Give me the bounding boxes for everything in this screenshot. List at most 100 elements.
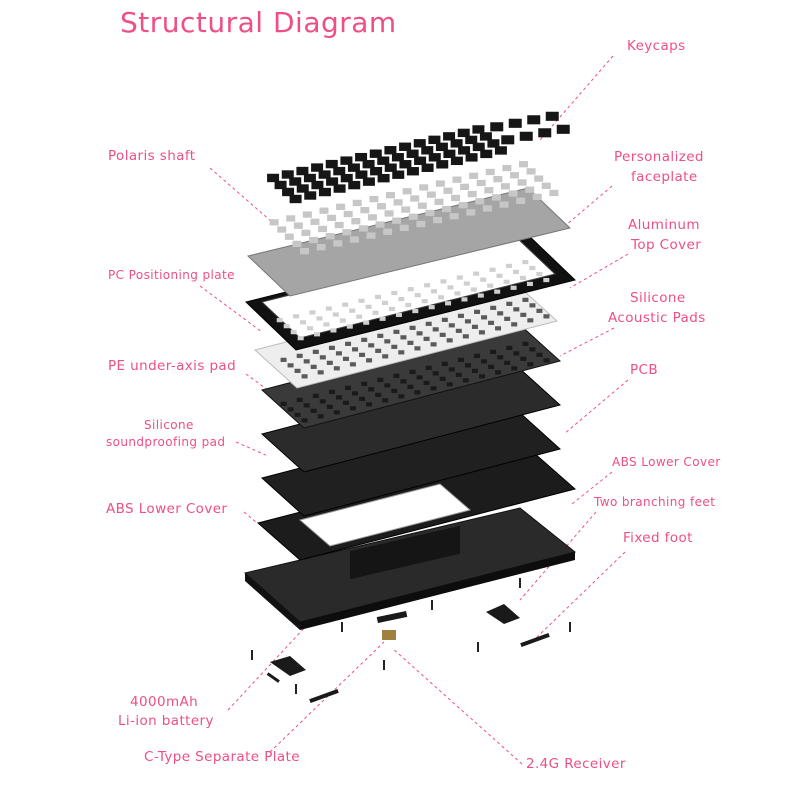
silicone-pad-hole bbox=[438, 295, 445, 300]
pe-pad-hole bbox=[511, 366, 518, 371]
pcb-hole bbox=[471, 324, 478, 329]
pcb-hole bbox=[377, 333, 384, 338]
pe-pad-hole bbox=[522, 341, 529, 346]
switch bbox=[499, 201, 509, 208]
label-ctype-plate: C-Type Separate Plate bbox=[144, 749, 300, 765]
keycap bbox=[556, 124, 570, 134]
switch bbox=[392, 217, 402, 224]
bottom-case bbox=[243, 507, 577, 630]
switch bbox=[509, 172, 519, 179]
silicone-pad-hole bbox=[519, 275, 526, 281]
pe-pad-hole bbox=[425, 365, 432, 370]
switch bbox=[452, 176, 462, 183]
pe-pad-hole bbox=[294, 412, 301, 417]
pe-pad-hole bbox=[478, 374, 485, 379]
keycap bbox=[304, 191, 317, 200]
pcb-hole bbox=[335, 351, 342, 356]
keycap bbox=[428, 135, 441, 145]
keycap bbox=[325, 159, 338, 169]
switch bbox=[277, 226, 287, 233]
keycap bbox=[472, 142, 485, 152]
pe-pad-hole bbox=[375, 392, 382, 397]
silicone-pad-hole bbox=[461, 297, 468, 302]
keycap bbox=[318, 187, 331, 197]
ctype-plate bbox=[376, 610, 408, 624]
pcb-hole bbox=[312, 349, 319, 354]
silicone-pad-hole bbox=[358, 298, 365, 303]
switch bbox=[327, 214, 337, 222]
silicone-pad-hole bbox=[412, 308, 419, 314]
keycap bbox=[538, 128, 552, 138]
switch bbox=[442, 205, 452, 213]
leader-silicone-pads bbox=[559, 327, 615, 357]
label-pc-positioning-plate: PC Positioning plate bbox=[108, 268, 235, 282]
silicone-pad-hole bbox=[463, 281, 470, 286]
silicone-pad-hole bbox=[323, 322, 330, 327]
label-silicone-pads-1: Silicone bbox=[630, 290, 686, 306]
switch bbox=[549, 189, 559, 197]
silicone-pad-hole bbox=[372, 310, 379, 315]
silicone-pad-hole bbox=[512, 269, 519, 275]
switch bbox=[301, 229, 311, 236]
silicone-pad-hole bbox=[447, 285, 454, 290]
pe-pad-hole bbox=[457, 357, 464, 362]
silicone-pad-hole bbox=[365, 304, 372, 309]
pcb-hole bbox=[455, 328, 462, 333]
pcb-hole bbox=[393, 329, 400, 334]
pcb-hole bbox=[441, 317, 448, 322]
pe-pad-hole bbox=[393, 373, 400, 378]
keycap bbox=[355, 170, 368, 179]
switch bbox=[300, 247, 310, 255]
silicone-pad-hole bbox=[342, 302, 349, 307]
leader-pcb bbox=[563, 379, 629, 435]
switch bbox=[434, 198, 444, 205]
keycap bbox=[362, 159, 375, 169]
silicone-pad-hole bbox=[536, 271, 543, 277]
pcb-hole bbox=[522, 297, 529, 302]
switch bbox=[309, 236, 319, 244]
pe-pad-hole bbox=[335, 395, 342, 400]
label-keycaps: Keycaps bbox=[627, 38, 686, 54]
switch bbox=[319, 207, 329, 214]
pcb-hole bbox=[287, 363, 294, 368]
keycap bbox=[436, 160, 449, 169]
pcb-hole bbox=[328, 345, 335, 350]
pcb-hole bbox=[457, 313, 464, 318]
pe-pad-hole bbox=[317, 414, 324, 419]
pcb-hole bbox=[495, 326, 502, 331]
switch bbox=[502, 164, 512, 172]
pe-pad-hole bbox=[409, 369, 416, 374]
silicone-pad-hole bbox=[496, 273, 503, 278]
keycap bbox=[384, 146, 397, 155]
switch bbox=[367, 214, 377, 221]
silicone-pad-hole bbox=[431, 289, 438, 294]
label-polaris-shaft: Polaris shaft bbox=[108, 148, 196, 164]
pcb-hole bbox=[529, 303, 536, 308]
leader-aluminum bbox=[569, 253, 629, 289]
switch bbox=[525, 186, 535, 193]
pe-pad-hole bbox=[333, 410, 340, 415]
label-battery-2: Li-ion battery bbox=[118, 713, 214, 729]
keycap bbox=[465, 153, 478, 162]
pcb-hole bbox=[317, 370, 324, 375]
pe-pad-hole bbox=[328, 389, 335, 394]
pe-pad-hole bbox=[280, 401, 287, 406]
silicone-pad-hole bbox=[297, 336, 304, 341]
silicone-pad-hole bbox=[316, 316, 323, 321]
keycap bbox=[362, 177, 375, 186]
keycap bbox=[399, 160, 412, 169]
switch bbox=[292, 240, 302, 248]
pe-pad-hole bbox=[439, 376, 446, 381]
pcb-hole bbox=[384, 339, 391, 344]
silicone-pad-hole bbox=[407, 287, 414, 292]
keycap bbox=[490, 122, 504, 132]
switch bbox=[491, 194, 501, 201]
pcb-hole bbox=[391, 344, 398, 349]
switch bbox=[366, 232, 376, 239]
switch bbox=[500, 183, 510, 190]
pe-pad-hole bbox=[495, 370, 502, 375]
battery-block bbox=[350, 525, 460, 580]
silicone-pad-hole bbox=[307, 326, 314, 331]
leader-battery bbox=[227, 595, 335, 711]
switch bbox=[475, 198, 485, 205]
